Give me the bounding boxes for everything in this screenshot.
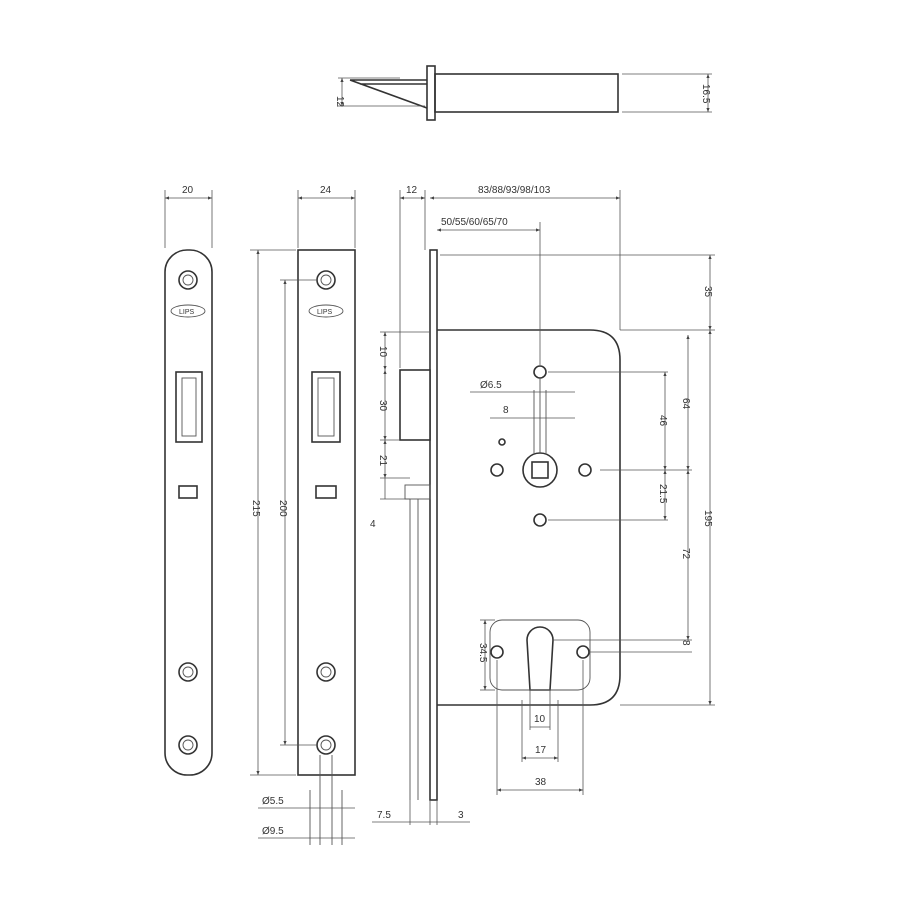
dim-hole-large: Ø9.5 [262, 826, 284, 837]
dim-spindle-to-cylinder: 72 [680, 548, 691, 560]
brand-logo-2: LIPS [317, 309, 333, 316]
dim-latch-height-body: 30 [377, 400, 388, 412]
dim-faceplate-offset: 12 [406, 185, 418, 196]
strike-plate-square: LIPS 24 215 200 Ø5.5 Ø9.5 [250, 185, 356, 845]
dim-round-width: 20 [182, 185, 194, 196]
dim-hole-to-spindle: 46 [657, 415, 668, 427]
strike-plate-round: LIPS 20 [164, 185, 213, 776]
brand-logo: LIPS [179, 309, 195, 316]
dim-cylinder-width: 17 [535, 745, 547, 756]
dim-faceplate-thickness: 3 [458, 810, 464, 821]
dim-case-height: 195 [702, 510, 713, 527]
dim-backsets: 50/55/60/65/70 [441, 217, 508, 228]
lock-body: 12 83/88/93/98/103 50/55/60/65/70 35 195… [370, 185, 715, 825]
dim-top-to-spindle: 64 [680, 398, 691, 410]
dim-screw-hole: Ø6.5 [480, 380, 502, 391]
dim-square-width: 24 [320, 185, 332, 196]
dim-cylinder-height: 34.5 [477, 643, 488, 663]
dim-hole-spacing: 200 [277, 500, 288, 517]
dim-cylinder-offset: 8 [680, 640, 691, 646]
dim-bolt-offset: 21 [377, 455, 388, 467]
dim-hole-small: Ø5.5 [262, 796, 284, 807]
dim-faceplate-width: 7.5 [377, 810, 391, 821]
dim-cylinder-slot: 10 [534, 714, 546, 725]
dim-spindle-to-hole: 21.5 [657, 484, 668, 504]
dim-spindle-slot: 8 [503, 405, 509, 416]
dim-cylinder-holes: 38 [535, 777, 547, 788]
bolt-side-view: 12 16.5 [334, 65, 712, 121]
dim-bolt-height: 4 [370, 519, 376, 530]
dim-latch-height: 12 [334, 96, 345, 108]
dim-case-lengths: 83/88/93/98/103 [478, 185, 551, 196]
dim-total-length: 215 [250, 500, 261, 517]
dim-top-offset: 35 [702, 286, 713, 298]
dim-body-height: 16.5 [700, 84, 711, 104]
dim-latch-top: 10 [377, 346, 388, 358]
